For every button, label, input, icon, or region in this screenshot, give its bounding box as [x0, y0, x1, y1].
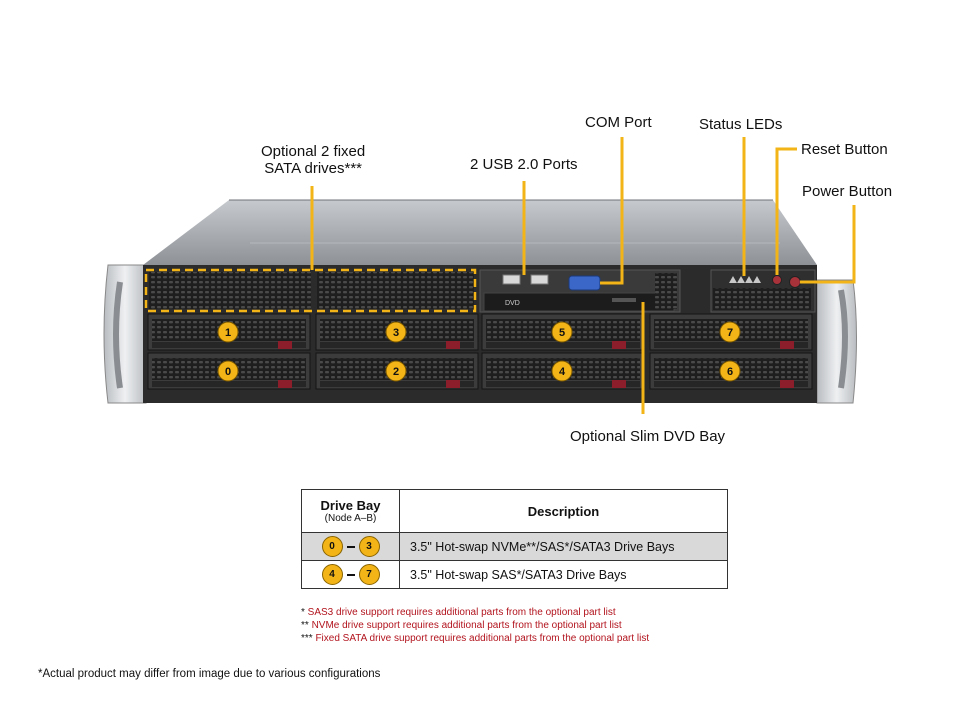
footnote-prefix: *	[301, 607, 308, 618]
callout-line-com	[600, 137, 624, 285]
drive-tray-handle	[486, 342, 640, 348]
range-dash	[346, 545, 355, 548]
drive-bay-number: 2	[393, 366, 399, 378]
header-drive-bay: Drive Bay (Node A–B)	[301, 489, 400, 533]
fixed-sata-vent-right	[317, 272, 474, 309]
bay-badge-from: 4	[321, 564, 343, 585]
drive-bay-number-badge	[719, 360, 741, 382]
bay-description: 3.5" Hot-swap NVMe**/SAS*/SATA3 Drive Ba…	[399, 532, 728, 561]
bay-badge-to: 3	[358, 536, 380, 557]
callout-fixed-sata-line2: SATA drives***	[264, 160, 363, 177]
bay-badge-to: 7	[358, 564, 380, 585]
drive-release-latch	[780, 341, 794, 349]
callout-fixed-sata-line1: Optional 2 fixed	[261, 143, 366, 160]
drive-bay: 1	[147, 313, 311, 351]
footnote-prefix: ***	[301, 633, 316, 644]
range-dash	[346, 573, 355, 576]
drive-tray-handle	[320, 342, 474, 348]
drive-bay: 0	[147, 352, 311, 390]
drive-tray-handle	[486, 381, 640, 387]
left-rack-ear	[103, 264, 147, 404]
drive-tray-handle	[152, 342, 306, 348]
callout-line-power	[800, 205, 856, 284]
drive-release-latch	[446, 380, 460, 388]
bay-badge-from: 0	[321, 536, 343, 557]
fixed-sata-vent-left	[149, 272, 311, 309]
bay-description: 3.5" Hot-swap SAS*/SATA3 Drive Bays	[399, 560, 728, 589]
drive-bay: 3	[315, 313, 479, 351]
callout-line-reset	[775, 147, 797, 275]
drive-release-latch	[278, 341, 292, 349]
chassis-top-cover	[143, 200, 817, 265]
server-chassis-diagram: DVD 1 3 5 7 0 2 4 6	[103, 137, 857, 414]
drive-release-latch	[278, 380, 292, 388]
header-description: Description	[399, 489, 728, 533]
callout-lines	[310, 137, 856, 414]
drive-release-latch	[612, 341, 626, 349]
drive-bay-number: 5	[559, 327, 565, 339]
drive-bays: 1 3 5 7 0 2 4 6	[147, 313, 813, 390]
header-drive-bay-title: Drive Bay	[320, 498, 381, 513]
footnote-prefix: **	[301, 620, 312, 631]
usb-port-2	[530, 274, 549, 285]
drive-bay-number-badge	[217, 321, 239, 343]
table-header-row: Drive Bay (Node A–B) Description	[301, 489, 728, 533]
drive-bay-number: 4	[559, 366, 566, 378]
power-button-shape	[789, 276, 801, 288]
header-drive-bay-sub: (Node A–B)	[324, 513, 377, 524]
footnote-sas3: * SAS3 drive support requires additional…	[301, 607, 616, 618]
drive-bay: 2	[315, 352, 479, 390]
footnote-nvme: ** NVMe drive support requires additiona…	[301, 620, 622, 631]
status-leds	[729, 276, 761, 283]
drive-bay-number: 6	[727, 366, 733, 378]
usb-port-1	[502, 274, 521, 285]
drive-tray-handle	[654, 381, 808, 387]
drive-tray-handle	[152, 381, 306, 387]
footnote-fixed-sata: *** Fixed SATA drive support requires ad…	[301, 633, 649, 644]
drive-bay-number-badge	[385, 321, 407, 343]
reset-button-shape	[772, 275, 782, 285]
drive-tray-handle	[654, 342, 808, 348]
drive-release-latch	[780, 380, 794, 388]
dvd-eject-button	[612, 298, 636, 302]
drive-bay-number-badge	[551, 360, 573, 382]
callout-reset-button: Reset Button	[801, 141, 888, 158]
drive-bay: 6	[649, 352, 813, 390]
drive-tray-handle	[320, 381, 474, 387]
callout-status-leds: Status LEDs	[699, 116, 783, 133]
disclaimer: *Actual product may differ from image du…	[38, 668, 381, 680]
drive-bay-number: 7	[727, 327, 733, 339]
drive-release-latch	[446, 341, 460, 349]
fixed-sata-dashed-outline	[144, 268, 477, 313]
drive-bay-number: 1	[225, 327, 231, 339]
drive-bay-number-badge	[719, 321, 741, 343]
dvd-logo: DVD	[505, 300, 520, 307]
drive-release-latch	[612, 380, 626, 388]
callout-fixed-sata: Optional 2 fixed SATA drives***	[261, 143, 365, 177]
drive-bay: 7	[649, 313, 813, 351]
drive-bay-number-badge	[551, 321, 573, 343]
drive-bay-number: 3	[393, 327, 399, 339]
com-port	[568, 275, 601, 291]
right-rack-ear	[816, 279, 857, 404]
drive-bay-number-badge	[217, 360, 239, 382]
footnote-text: Fixed SATA drive support requires additi…	[315, 633, 650, 644]
callout-power-button: Power Button	[802, 183, 893, 200]
callout-dvd-bay: Optional Slim DVD Bay	[570, 428, 726, 445]
footnote-text: SAS3 drive support requires additional p…	[307, 607, 616, 618]
drive-bay-number: 0	[225, 366, 231, 378]
footnote-text: NVMe drive support requires additional p…	[311, 620, 622, 631]
drive-bay-number-badge	[385, 360, 407, 382]
drive-bay: 5	[481, 313, 645, 351]
callout-usb-ports: 2 USB 2.0 Ports	[470, 156, 578, 173]
callout-com-port: COM Port	[585, 114, 652, 131]
drive-bay: 4	[481, 352, 645, 390]
